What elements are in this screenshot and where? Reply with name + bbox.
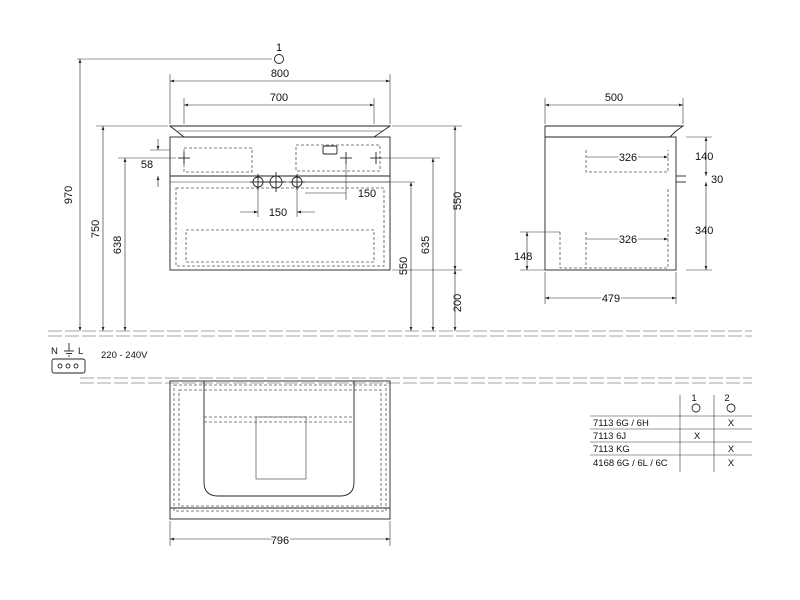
plug-socket-icon [51,358,86,374]
live-label: L [78,346,83,357]
dim-638: 638 [112,236,124,254]
callout-1-label: 1 [276,42,282,54]
side-cabinet-body [544,136,677,271]
dim-800: 800 [271,68,289,80]
plan-view: 796 [169,380,391,549]
socket-box [322,145,338,155]
table-cell-code: 7113 6G / 6H [593,418,649,429]
variant-table: 1 2 7113 6G / 6H X 7113 6J X 7113 KG X 4… [590,393,752,472]
dim-700: 700 [270,92,288,104]
dim-148: 148 [514,251,532,263]
table-row: 7113 KG X [593,444,735,455]
dim-635: 635 [420,236,432,254]
dim-326-top: 326 [619,152,637,164]
siphon-box [255,416,307,480]
table-header-1-circle [691,403,701,413]
dim-550-top: 550 [452,192,464,210]
callout-1-circle [274,54,284,64]
table-header-2: 2 [724,393,729,404]
drawer-low-hidden [185,229,375,263]
table-cell-1: X [694,431,701,442]
front-view: 1 [63,42,464,331]
dim-150-bottom: 150 [269,207,287,219]
dim-970: 970 [63,186,75,204]
cabinet-body [169,136,391,271]
table-row: 7113 6G / 6H X [593,418,735,429]
table-cell-2: X [728,458,735,469]
dim-550-low: 550 [398,257,410,275]
plan-inner-2 [178,389,382,507]
voltage-label: 220 - 240V [101,350,148,361]
table-cell-code: 7113 KG [593,444,630,455]
plan-outline [169,380,391,520]
drawer-inner-hidden [175,187,385,267]
side-drawer-top-hidden [585,150,669,173]
plan-inner-1 [173,384,387,512]
drawer-cutout [203,381,355,497]
dim-140: 140 [695,151,713,163]
dim-30: 30 [711,174,723,186]
ground-icon [64,343,74,357]
dim-326-low: 326 [619,234,637,246]
drawer-top-hidden [295,144,381,172]
side-drawer-low-hidden [559,188,669,269]
table-cell-2: X [728,444,735,455]
table-row: 7113 6J X [593,431,701,442]
table-cell-2: X [728,418,735,429]
side-basin-top [544,125,685,138]
dim-58: 58 [141,159,153,171]
neutral-label: N [51,346,58,357]
dim-200: 200 [452,294,464,312]
dim-340: 340 [695,225,713,237]
table-header-2-circle [726,403,736,413]
electrical-symbol: N L 220 - 240V [51,343,148,374]
table-cell-code: 4168 6G / 6L / 6C [593,458,668,469]
basin-top [168,125,392,138]
dim-150-right: 150 [358,188,376,200]
dim-796: 796 [271,535,289,547]
dim-500: 500 [605,92,623,104]
dim-479: 479 [602,293,620,305]
table-row: 4168 6G / 6L / 6C X [593,458,735,469]
side-view: 500 326 326 140 340 30 148 479 [514,92,723,307]
siphon-hidden [183,147,253,173]
table-header-1: 1 [691,393,696,404]
table-cell-code: 7113 6J [593,431,626,442]
dim-750: 750 [90,220,102,238]
